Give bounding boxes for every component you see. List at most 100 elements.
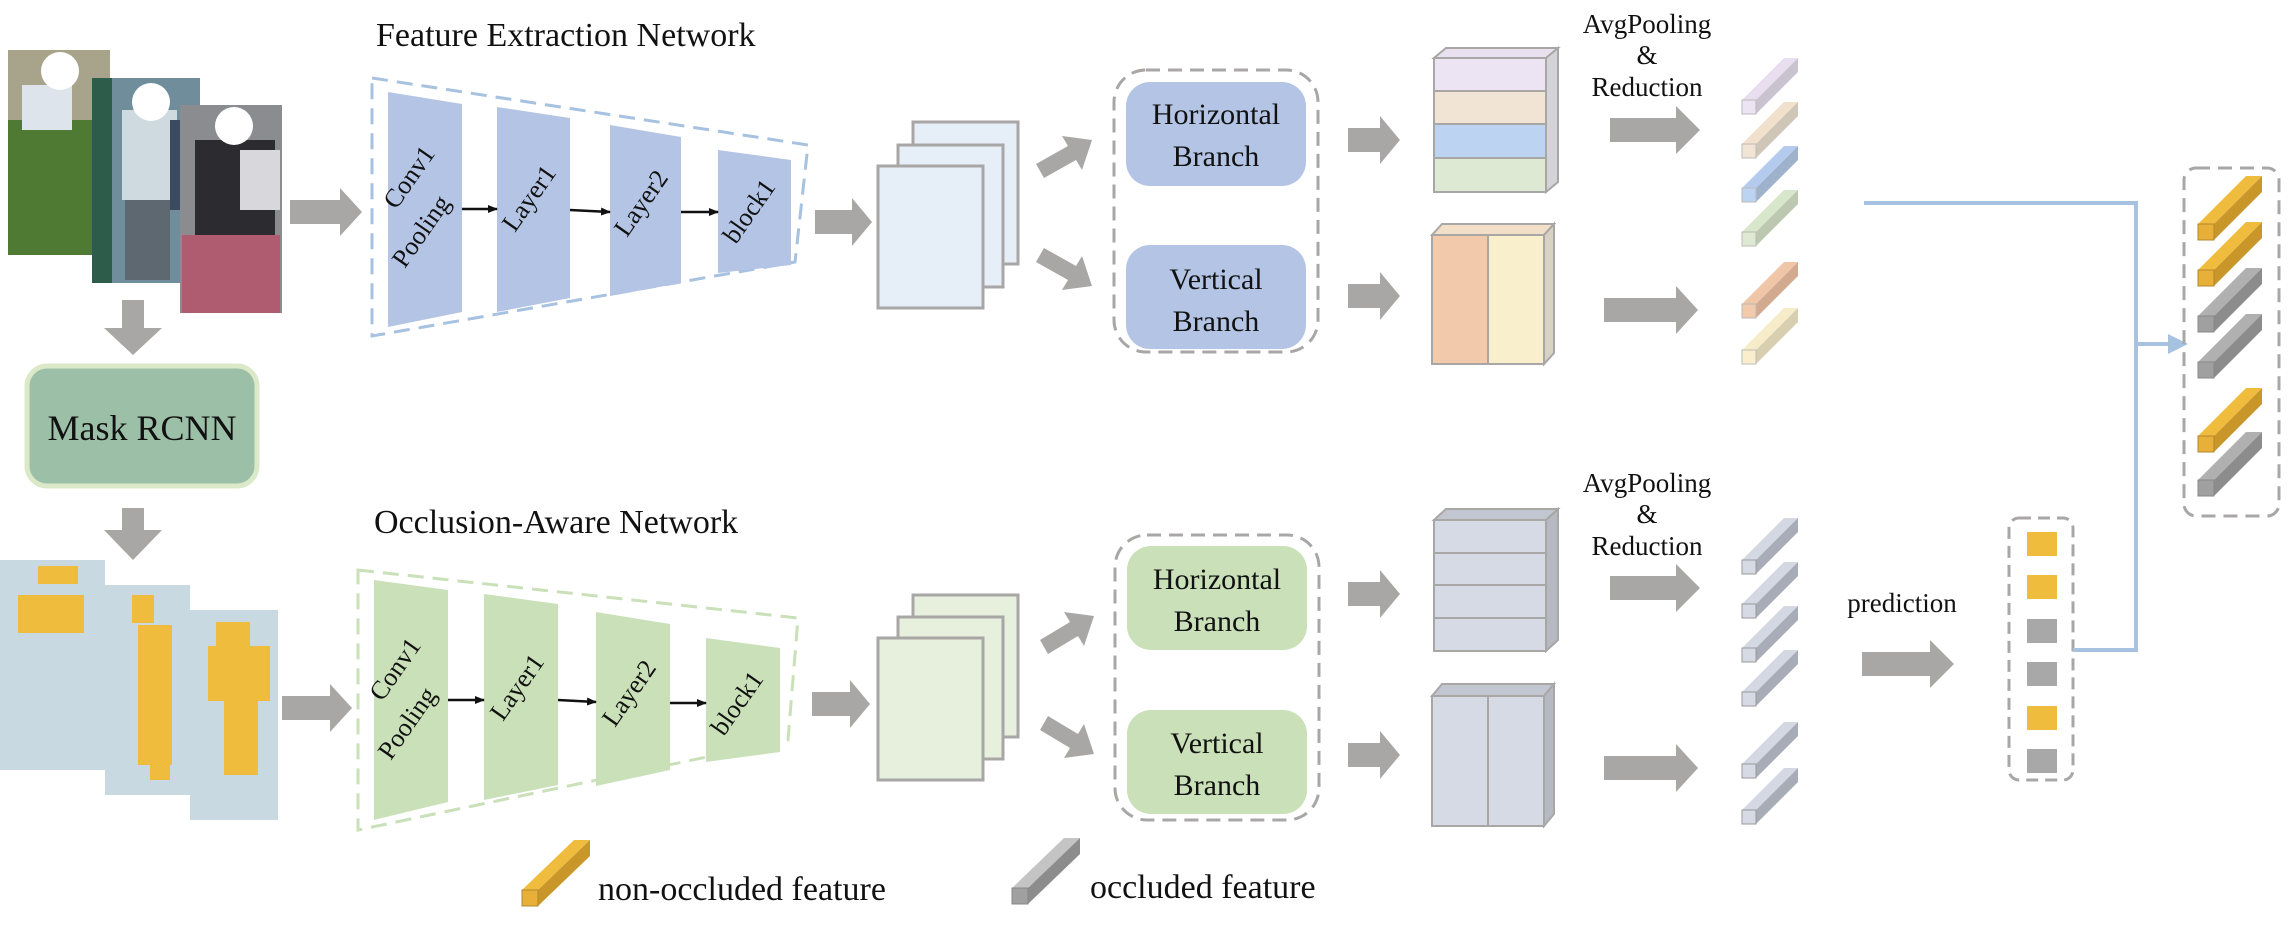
prediction-label: prediction [1847, 588, 1957, 618]
top-vertical-branch-label-2: Branch [1173, 305, 1260, 338]
person-image-3 [180, 105, 282, 313]
bottom-vector-5 [1741, 722, 1798, 779]
output-vector-5 [2197, 388, 2262, 453]
arrow-top-backbone-to-features [815, 198, 872, 246]
top-block1-block [718, 150, 791, 273]
bottom-vertical-branch-label-1: Vertical [1170, 727, 1263, 760]
output-vector-1 [2197, 176, 2262, 241]
top-vector-2 [1741, 102, 1798, 159]
arrow-top-vertical-to-stripes [1348, 272, 1400, 320]
output-vector-6 [2197, 432, 2262, 497]
top-arrow-layer1-layer2 [569, 207, 611, 216]
legend-non-occluded-label: non-occluded feature [598, 871, 886, 908]
bottom-vector-4 [1741, 650, 1798, 707]
legend: non-occluded feature occluded feature [521, 838, 1316, 908]
occlusion-aware-title: Occlusion-Aware Network [374, 504, 738, 541]
top-avgpool-line1: AvgPooling [1583, 9, 1712, 39]
arrow-mask-rcnn-to-masks [104, 508, 162, 560]
bottom-horizontal-branch [1127, 546, 1307, 650]
arrow-top-to-vertical [1036, 248, 1092, 290]
top-avgpool-line2: & [1636, 40, 1657, 70]
arrow-top-avgpool-2 [1604, 286, 1698, 334]
feature-extraction-title: Feature Extraction Network [376, 17, 756, 54]
top-layer2-block [610, 125, 681, 296]
bottom-pooled-vectors [1741, 518, 1798, 825]
bottom-vector-6 [1741, 768, 1798, 825]
legend-occluded-label: occluded feature [1090, 869, 1316, 906]
top-layer1-block [497, 107, 570, 312]
connector-arrow-head [2168, 334, 2188, 354]
arrow-top-to-horizontal [1036, 136, 1092, 178]
bottom-layer1-block [484, 594, 558, 800]
bottom-feature-maps [876, 593, 1020, 782]
bottom-avgpool-line3: Reduction [1592, 531, 1703, 561]
bottom-avgpool-line1: AvgPooling [1583, 468, 1712, 498]
arrow-bottom-avgpool-2 [1604, 744, 1698, 792]
legend-non-occluded-icon [521, 840, 590, 907]
bottom-conv1-block [374, 580, 448, 820]
arrow-bottom-to-horizontal [1040, 612, 1094, 654]
top-vertical-branch-label-1: Vertical [1169, 263, 1262, 296]
top-vector-4 [1741, 190, 1798, 247]
connector-prediction [2073, 344, 2138, 652]
mask-rcnn-box: Mask RCNN [24, 363, 260, 489]
top-vector-5 [1741, 262, 1798, 319]
prediction-cell-3 [2027, 619, 2057, 643]
top-feature-maps [876, 120, 1020, 310]
bottom-arrow-layer1-layer2 [557, 697, 597, 706]
top-branch-group: Horizontal Branch Vertical Branch [1112, 68, 1320, 354]
top-conv1-block [388, 92, 462, 327]
output-feature-vectors [2182, 166, 2281, 518]
top-horizontal-branch-label-1: Horizontal [1152, 98, 1280, 131]
output-vector-4 [2197, 314, 2262, 379]
occlusion-prediction-vector [2007, 516, 2075, 782]
connector-top-features [1864, 201, 2138, 344]
top-horizontal-branch [1126, 82, 1306, 186]
bottom-vector-3 [1741, 606, 1798, 663]
top-vector-6 [1741, 308, 1798, 365]
output-vector-3 [2197, 268, 2262, 333]
bottom-avgpool-line2: & [1636, 499, 1657, 529]
mask-rcnn-label: Mask RCNN [47, 408, 236, 448]
bottom-horizontal-branch-label-1: Horizontal [1153, 563, 1281, 596]
top-pooled-vectors [1741, 58, 1798, 365]
prediction-cell-4 [2027, 662, 2057, 686]
arrow-bottom-to-vertical [1040, 716, 1094, 758]
bottom-vector-1 [1741, 518, 1798, 575]
prediction-cell-5 [2027, 706, 2057, 730]
legend-occluded-icon [1011, 838, 1080, 905]
top-horizontal-branch-label-2: Branch [1173, 140, 1260, 173]
occlusion-aware-network: Conv1 Pooling Layer1 Layer2 block1 [356, 568, 800, 832]
top-backbone-frame [370, 76, 810, 338]
mask-image-2 [105, 585, 190, 795]
mask-image-1 [0, 560, 105, 770]
bottom-vertical-stripes [1429, 681, 1557, 829]
top-horizontal-stripes [1431, 45, 1561, 195]
arrow-bottom-avgpool-1 [1610, 564, 1700, 612]
arrow-top-avgpool-1 [1610, 106, 1700, 154]
arrow-input-to-feature-network [290, 188, 362, 236]
mask-image-3 [190, 610, 278, 820]
face-blur-1 [41, 52, 79, 90]
bottom-horizontal-stripes [1431, 506, 1561, 654]
arrow-bottom-backbone-to-features [812, 680, 870, 728]
arrow-masks-to-occlusion-network [282, 684, 352, 732]
output-vector-2 [2197, 222, 2262, 287]
input-person-images [8, 50, 282, 313]
bottom-vertical-branch [1127, 710, 1307, 814]
bottom-vector-2 [1741, 562, 1798, 619]
prediction-cell-6 [2027, 749, 2057, 773]
top-vector-3 [1741, 146, 1798, 203]
face-blur-3 [215, 107, 253, 145]
top-avgpool-line3: Reduction [1592, 72, 1703, 102]
bottom-backbone-frame [356, 568, 800, 832]
bottom-horizontal-branch-label-2: Branch [1174, 605, 1261, 638]
mask-images [0, 560, 278, 820]
bottom-block1-block [706, 638, 780, 762]
feature-extraction-network: Conv1 Pooling Layer1 Layer2 block1 [370, 76, 810, 338]
top-vector-1 [1741, 58, 1798, 115]
bottom-layer2-block [596, 612, 670, 786]
bottom-branch-group: Horizontal Branch Vertical Branch [1113, 533, 1321, 822]
arrow-prediction [1862, 640, 1954, 688]
arrow-bottom-vertical-to-stripes [1348, 731, 1400, 779]
